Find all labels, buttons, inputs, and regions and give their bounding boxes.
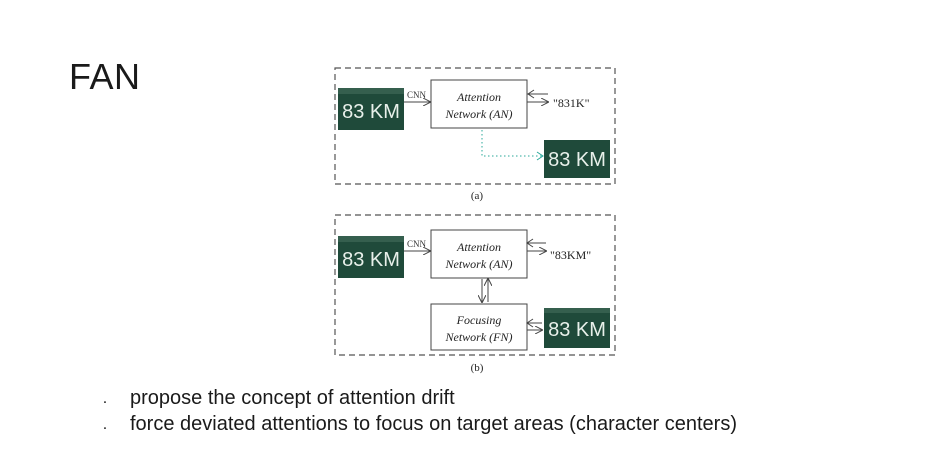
panel-b-dashed-border [334,214,616,356]
panel-a-input-image: 83 KM [338,88,404,130]
panel-a-caption: (a) [471,190,484,202]
panel-b-map-text: 83 KM [548,319,606,341]
bullet-marker: . [102,390,108,407]
panel-a-output-text: "831K" [553,96,590,110]
panel-b-cnn-label: CNN [407,239,427,249]
fan-diagram: 83 KM CNN Attention Network (AN) "831K" … [334,67,616,374]
panel-a-attention-line2: Network (AN) [445,107,513,121]
slide-title: FAN [69,56,141,97]
bullet-item: . force deviated attentions to focus on … [100,411,737,437]
panel-a-dashed-border [334,67,616,185]
panel-b-attention-network: Attention Network (AN) [430,229,528,279]
bullet-text: force deviated attentions to focus on ta… [130,413,737,435]
panel-a-cnn-label: CNN [407,90,427,100]
panel-b-focusing-line1: Focusing [456,313,502,327]
panel-b-focusing-network: Focusing Network (FN) [430,303,528,351]
bullet-marker: . [102,416,108,433]
panel-a-plate-text: 83 KM [342,101,400,123]
bullet-text: propose the concept of attention drift [130,387,455,409]
panel-b-attention-line1: Attention [456,240,501,254]
panel-a-map-text: 83 KM [548,149,606,171]
bullet-item: . propose the concept of attention drift [100,385,737,411]
panel-a-attention-line1: Attention [456,90,501,104]
panel-b-plate-text: 83 KM [342,249,400,271]
panel-b-attention-line2: Network (AN) [445,257,513,271]
panel-a-attention-network: Attention Network (AN) [430,79,528,129]
panel-b-attention-map: 83 KM [544,308,610,348]
panel-b-caption: (b) [471,362,484,374]
panel-b: 83 KM CNN Attention Network (AN) "83KM" … [334,214,616,374]
panel-a-attention-map: 83 KM [544,140,610,178]
panel-b-focusing-line2: Network (FN) [445,330,513,344]
panel-a: 83 KM CNN Attention Network (AN) "831K" … [334,67,616,202]
panel-b-input-image: 83 KM [338,236,404,278]
panel-b-output-text: "83KM" [550,248,591,262]
bullet-list: . propose the concept of attention drift… [100,385,737,437]
